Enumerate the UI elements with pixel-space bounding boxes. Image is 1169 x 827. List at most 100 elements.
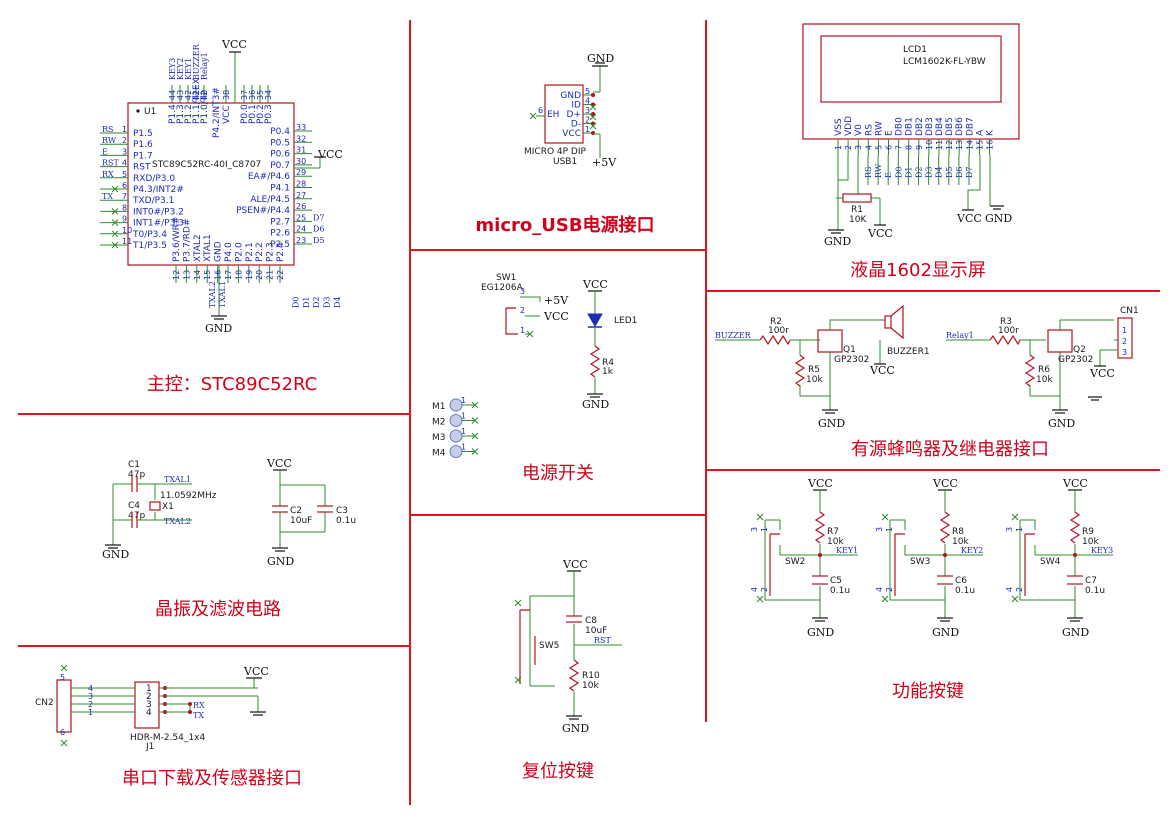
r6-ref: R6: [1038, 365, 1050, 375]
key-cap-value: 0.1u: [1085, 586, 1105, 596]
lcd-pin-number: 8: [905, 145, 914, 150]
mcu-top-pin-number: 43: [176, 90, 185, 100]
lcd-pin-number: 9: [915, 145, 924, 150]
usb-pin-number: 2: [585, 116, 590, 125]
mcu-right-pin-label: P2.5: [270, 240, 290, 250]
filter-vcc-label: VCC: [266, 457, 292, 470]
mcu-left-pin-number: 1: [122, 125, 127, 134]
lcd-pin-label: DB4: [935, 117, 945, 136]
key-resistor: [814, 511, 826, 544]
mcu-bottom-pin-label: P2.2: [255, 242, 265, 262]
c1-value: 47p: [128, 470, 145, 480]
lcd-vcc-label: VCC: [867, 227, 893, 240]
mcu-left-pin-number: 6: [122, 181, 127, 190]
usb-pin-dot: [591, 112, 595, 116]
mcu-bottom-pin-label: P3.6/WR#: [172, 217, 182, 262]
mcu-left-noconnect: [111, 185, 119, 193]
sw5-noconnect: [514, 599, 522, 684]
lcd-pin-number: 1: [834, 145, 843, 150]
cn1-pin1: 1: [1122, 326, 1127, 335]
mount-hole-label: M1: [432, 402, 446, 412]
led-vcc-label: VCC: [582, 278, 608, 291]
sw1-part: EG1206A: [481, 283, 524, 293]
lcd-power-wires: [837, 155, 991, 230]
key-resistor: [1069, 511, 1081, 544]
r5-value: 10k: [806, 375, 823, 385]
mcu-bottom-pin-number: 15: [203, 270, 212, 280]
mcu-right-pin-number: 32: [296, 134, 306, 143]
r3-ref: R3: [1000, 317, 1012, 327]
mcu-left-pin-label: P1.6: [133, 140, 153, 150]
mcu-left-noconnect: [111, 208, 119, 215]
lcd-pin-number: 13: [955, 140, 964, 150]
buzzer1-body: [884, 315, 892, 329]
r6-body: [1024, 354, 1036, 387]
key-vcc-label: VCC: [932, 477, 958, 490]
mcu-top-pin-label: P0.3: [264, 104, 274, 124]
key-switch-pin: 3: [750, 527, 759, 532]
key-resistor-value: 10k: [827, 537, 844, 547]
cn1-pin2: 2: [1122, 337, 1127, 346]
relay-wires: [946, 319, 1114, 410]
reset-gnd-label: GND: [562, 722, 589, 735]
lcd-pin-number: 4: [864, 145, 873, 150]
key-switch-pin: 2: [885, 587, 894, 592]
crystal-wires: [112, 483, 192, 545]
c3-ref: C3: [336, 506, 348, 516]
r5-ref: R5: [808, 365, 820, 375]
mcu-left-pin-number: 4: [122, 159, 127, 168]
mount-hole-pin: 1: [461, 412, 466, 421]
mcu-bottom-pin-label: P4.0: [224, 242, 234, 262]
mcu-left-pin-number: 7: [122, 192, 127, 201]
key-net-label: KEY2: [961, 546, 983, 555]
r4-value: 1k: [602, 367, 614, 377]
key-cap-ref: C5: [830, 576, 842, 586]
c4-ref: C4: [128, 501, 140, 511]
mcu-top-pin-label: P1.1/T2EX: [192, 78, 202, 124]
sw1-5v-label: +5V: [544, 294, 569, 307]
crystal-net1: TXAL1: [164, 475, 191, 484]
r2-body: [759, 334, 791, 346]
key-noconnect: [756, 513, 764, 603]
sw1-wires: [520, 296, 541, 335]
mount-hole-pin: 1: [461, 396, 466, 405]
mcu-bottom-pin-label: P2.3: [266, 242, 276, 262]
key-switch-pin: 4: [750, 587, 759, 592]
serial-net-rx: RX: [193, 701, 205, 710]
section-title-keys: 功能按键: [892, 681, 964, 702]
lcd-pin-number: 14: [965, 140, 974, 150]
cn2-pin5: 5: [60, 673, 65, 682]
usb-pin-label: D-: [571, 120, 581, 130]
mcu-bottom-net-label: TXAL2: [208, 281, 217, 308]
mcu-top-pin-label: VCC: [222, 105, 232, 124]
mcu-bottom-pin-label: XTAL1: [203, 234, 213, 262]
q2-ref: Q2: [1073, 345, 1086, 355]
lcd-pot-body: [842, 193, 872, 203]
usb-eh-noconnect: [529, 112, 537, 120]
usb-eh-number: 6: [538, 106, 543, 115]
buzzer-block: BUZZER R2 100r R5 10k Q1 GP2302 BUZZER1 …: [715, 304, 1139, 430]
lcd-pin-label: A: [975, 129, 985, 136]
mcu-right-pin-number: 28: [296, 180, 306, 189]
key-switch-body: [1024, 533, 1035, 596]
lcd-window: [820, 35, 1002, 103]
key-switch-ref: SW4: [1040, 557, 1061, 567]
mcu-bottom-pin-number: 18: [234, 270, 243, 280]
key-gnd-label: GND: [932, 626, 959, 639]
mcu-left-pin-label: INT0#/P3.2: [133, 207, 184, 217]
mcu-right-pin-label: P0.5: [270, 138, 290, 148]
mcu-right-pin-number: 26: [296, 202, 306, 211]
mcu-right-net-label: D6: [313, 225, 325, 234]
r3-body: [989, 334, 1021, 346]
mcu-gnd-label: GND: [205, 322, 232, 335]
mcu-left-net-label: TX: [102, 192, 113, 201]
lcd-pot-value: 10K: [849, 215, 867, 225]
q2-body: [1047, 329, 1073, 353]
r3-value: 100r: [998, 326, 1019, 336]
mcu-top-net-label: BUZZER: [192, 43, 201, 80]
mcu-bottom-pin-label: P3.7/RD#: [182, 219, 192, 263]
mcu-right-pin-label: P2.6: [270, 229, 290, 239]
key-junction: [818, 553, 822, 557]
mcu-bottom-pins: P3.6/WR#12P3.7/RD#13XTAL214XTAL115GND16P…: [172, 217, 342, 308]
sw1-noconnect: [526, 330, 534, 338]
